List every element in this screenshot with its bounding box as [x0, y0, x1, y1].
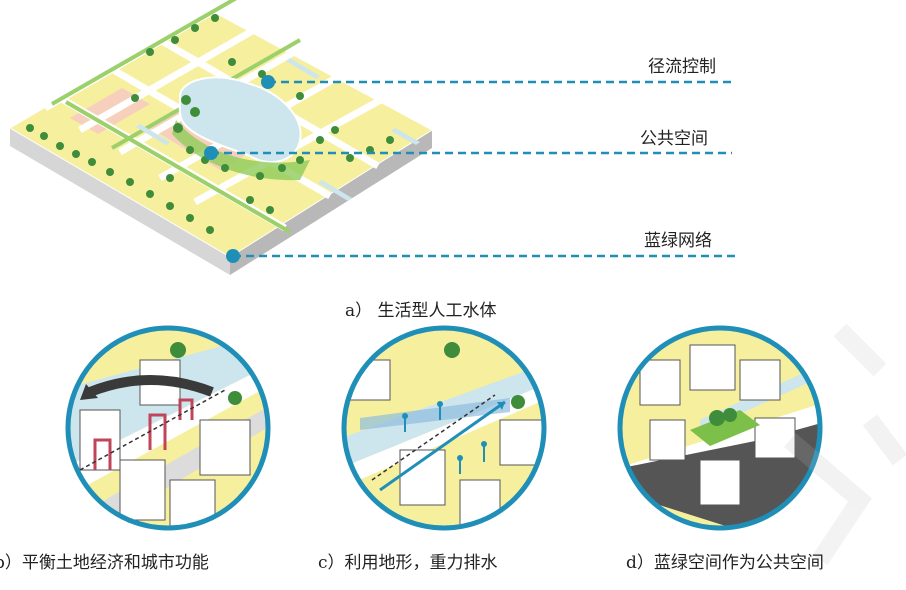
trees — [26, 14, 394, 234]
slab-left-side — [10, 128, 230, 275]
caption-detail-c: c）利用地形，重力排水 — [318, 553, 498, 573]
watermark-graphic — [784, 323, 906, 565]
callout-label-runoff: 径流控制 — [648, 57, 716, 77]
callout-lines — [204, 75, 735, 263]
callout-dot-runoff — [261, 75, 275, 89]
caption-main: a） 生活型人工水体 — [345, 301, 497, 321]
detail-ring-c — [341, 325, 547, 531]
isometric-city-block — [9, 0, 433, 275]
callout-label-network: 蓝绿网络 — [644, 231, 712, 251]
callout-dot-network — [226, 249, 240, 263]
detail-ring-d — [617, 325, 823, 531]
slab-right-side — [230, 130, 432, 275]
caption-detail-d: d）蓝绿空间作为公共空间 — [626, 553, 824, 573]
detail-view-d — [617, 325, 823, 531]
water-strips — [136, 58, 420, 201]
lake-park — [172, 120, 310, 181]
callout-label-public: 公共空间 — [640, 129, 708, 149]
lake — [178, 76, 302, 164]
caption-detail-b: b）平衡土地经济和城市功能 — [0, 553, 209, 573]
detail-view-b — [65, 325, 271, 531]
callout-dot-public — [204, 146, 218, 160]
detail-ring-b — [65, 325, 271, 531]
detail-view-c — [341, 325, 547, 531]
